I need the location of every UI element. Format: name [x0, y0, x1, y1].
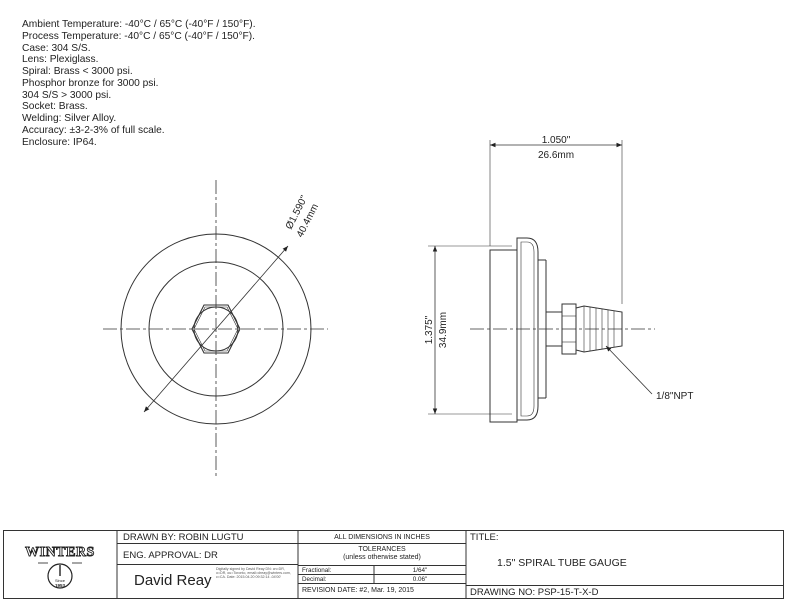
case-body — [489, 249, 518, 423]
spec-line: Socket: Brass. — [22, 101, 88, 113]
depth-mm-label: 26.6mm — [538, 150, 574, 161]
specifications-list: Ambient Temperature: -40°C / 65°C (-40°F… — [22, 19, 256, 148]
spec-line: 304 S/S > 3000 psi. — [22, 89, 112, 101]
revision-date: REVISION DATE: #2, Mar. 19, 2015 — [302, 587, 414, 594]
outer-bezel-circle — [120, 233, 312, 425]
spec-line: Accuracy: ±3-2-3% of full scale. — [22, 124, 165, 136]
title-block-grid: WINTERS Since 1953 — [3, 530, 784, 599]
spec-line: Case: 304 S/S. — [22, 42, 91, 54]
logo-since: Since — [55, 578, 66, 583]
eng-approval: ENG. APPROVAL: DR — [123, 550, 218, 561]
spec-line: Welding: Silver Alloy. — [22, 113, 117, 124]
signature: David Reay — [134, 572, 212, 589]
drawing-number: DRAWING NO: PSP-15-T-X-D — [470, 587, 599, 598]
signature-digital-stamp: Digitally signed by David Reay DN: cn=DR… — [216, 567, 291, 580]
spec-line: Spiral: Brass < 3000 psi. — [22, 66, 133, 77]
fractional-label: Fractional: — [302, 567, 332, 574]
npt-leader-line — [605, 345, 653, 395]
technical-drawing: Ø1.590" 40.4mm 1.050" 26 — [103, 135, 693, 478]
bezel-inner — [520, 241, 535, 417]
fractional-value: 1/64" — [412, 567, 428, 574]
spec-line: Process Temperature: -40°C / 65°C (-40°F… — [22, 30, 255, 42]
drawn-by: DRAWN BY: ROBIN LUGTU — [123, 532, 244, 543]
height-inch-label: 1.375" — [424, 315, 435, 344]
decimal-label: Decimal: — [302, 576, 327, 583]
spec-line: Enclosure: IP64. — [22, 136, 97, 148]
spec-line: Ambient Temperature: -40°C / 65°C (-40°F… — [22, 19, 256, 30]
logo-year: 1953 — [55, 583, 66, 588]
logo-wordmark: WINTERS — [25, 545, 95, 560]
drawing-title: 1.5" SPIRAL TUBE GAUGE — [497, 557, 627, 569]
tolerances-subheading: (unless otherwise stated) — [343, 554, 421, 561]
bezel-profile — [516, 237, 539, 421]
spec-line: Lens: Plexiglass. — [22, 54, 99, 66]
all-dimensions-note: ALL DIMENSIONS IN INCHES — [334, 534, 430, 541]
title-block: WINTERS Since 1953 DRAWN BY: ROBIN LUGTU… — [0, 530, 787, 600]
front-view — [103, 180, 328, 478]
diameter-dimension-line — [143, 245, 289, 413]
side-view — [428, 140, 655, 423]
tolerances-heading: TOLERANCES — [358, 546, 406, 553]
decimal-value: 0.06" — [412, 576, 428, 583]
thread-label: 1/8"NPT — [656, 391, 693, 402]
winters-logo: WINTERS Since 1953 — [25, 545, 95, 589]
depth-inch-label: 1.050" — [542, 135, 571, 146]
spec-line: Phosphor bronze for 3000 psi. — [22, 77, 159, 89]
title-label: TITLE: — [470, 532, 499, 543]
height-mm-label: 34.9mm — [438, 312, 449, 348]
logo-gauge-icon — [47, 563, 73, 589]
